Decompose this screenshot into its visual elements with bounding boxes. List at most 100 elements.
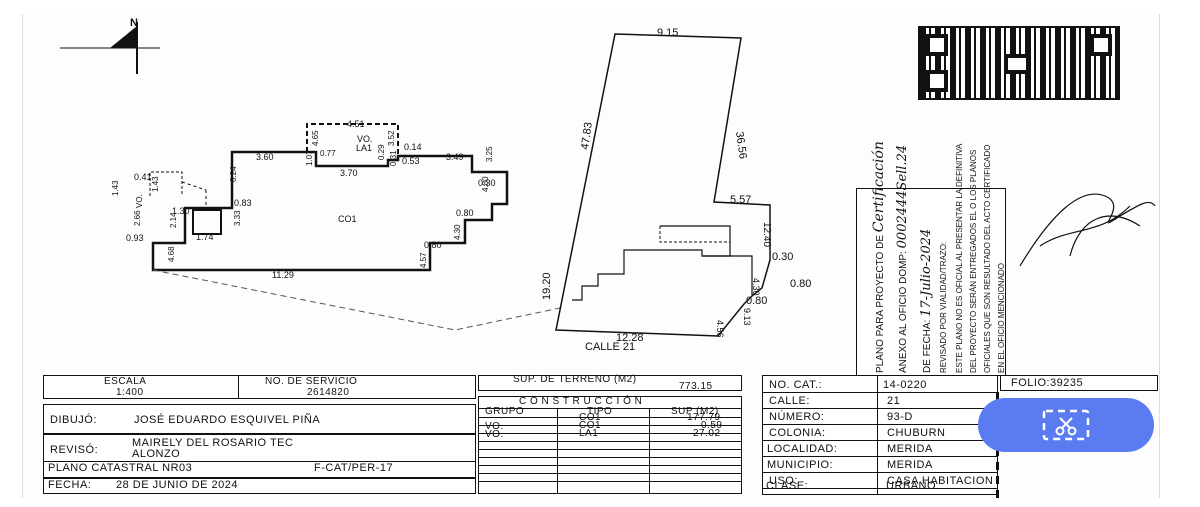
small-room-outline — [192, 209, 222, 235]
la1-label: LA1 — [356, 143, 372, 153]
dim-031: 0.31 — [389, 150, 398, 166]
stamp-line8: EN EL OFICIO MENCIONADO — [997, 263, 1006, 373]
uso-value: CASA HABITACION — [887, 475, 994, 487]
signature-scribble — [1019, 193, 1156, 267]
dim-468: 4.68 — [167, 246, 176, 262]
dim-325: 3.25 — [485, 146, 494, 162]
location-table: NO. CAT.: 14-0220 CALLE: 21 NÚMERO: 93-D… — [762, 375, 998, 495]
dim-lot-right-upper: 36.56 — [733, 131, 749, 160]
qr-code-icon — [918, 26, 1120, 100]
municipio-value: MERIDA — [887, 459, 933, 471]
dim-143b: 1.43 — [151, 176, 160, 192]
construction-table: C O N S T R U C C I Ó N GRUPO TIPO SUP (… — [478, 396, 742, 494]
dim-lot-left-low: 19.20 — [541, 272, 553, 300]
dibujo-value: JOSÉ EDUARDO ESQUIVEL PIÑA — [134, 414, 321, 426]
dim-457: 4.57 — [419, 252, 428, 268]
dim-077: 0.77 — [320, 149, 336, 158]
folio-box: FOLIO:39235 — [1000, 375, 1158, 391]
vo-small-outline — [149, 171, 183, 196]
dim-030: 0.30 — [478, 178, 496, 188]
dim-lot-left: 47.83 — [579, 121, 595, 150]
stamp-line2: ANEXO AL OFICIO DOMP: 0002444Sell.24 — [895, 144, 910, 373]
dim-130: 1.30 — [172, 206, 190, 216]
dim-lot-r3: 4.30 — [751, 278, 761, 296]
servicio-box: NO. DE SERVICIO 2614820 — [238, 375, 476, 399]
clase-value: URBANO — [886, 480, 937, 492]
table-row: 27.02 — [693, 428, 721, 439]
dim-352: 3.52 — [387, 130, 396, 146]
escala-label: ESCALA — [104, 376, 147, 387]
nocat-value: 14-0220 — [883, 379, 927, 391]
dim-lot-r5: 9.13 — [742, 308, 752, 326]
dim-014: 0.14 — [404, 142, 422, 152]
table-row: 177.79 — [687, 412, 721, 423]
dim-266: 2.66 — [133, 210, 142, 226]
vo-small-label: VO. — [135, 194, 144, 208]
dim-029: 0.29 — [377, 144, 386, 160]
dim-lot-right-mid: 12.40 — [761, 222, 772, 247]
table-row: 0.59 — [701, 420, 723, 431]
col-grupo: GRUPO — [485, 406, 525, 417]
dim-lot-r4: 0.80 — [746, 295, 767, 307]
dim-451: 4.51 — [347, 119, 365, 129]
colonia-label: COLONIA: — [769, 427, 826, 439]
dim-480: 4.80 — [481, 176, 490, 192]
fecha-label: FECHA: — [48, 479, 92, 491]
calle-label: CALLE: — [769, 395, 810, 407]
numero-value: 93-D — [887, 411, 913, 423]
building-co1-outline — [151, 150, 509, 272]
dim-214: 2.14 — [169, 212, 178, 228]
municipio-label: MUNICIPIO: — [767, 459, 834, 471]
table-row: LA1 — [579, 428, 599, 439]
dim-349: 3.49 — [446, 152, 464, 162]
dim-107: 1.07 — [305, 150, 314, 166]
dim-080b: 0.80 — [424, 240, 442, 250]
vo-label: VO. — [357, 134, 373, 144]
colonia-value: CHUBURN — [887, 427, 946, 439]
dim-624: 6.24 — [229, 166, 238, 182]
certification-stamp: PLANO PARA PROYECTO DE Certificación ANE… — [856, 141, 1006, 376]
terreno-label: SUP. DE TERRENO (M2) — [513, 374, 637, 385]
dim-lot-r2: 0.80 — [790, 278, 811, 290]
dim-lot-r6: 4.56 — [715, 320, 725, 338]
north-label: N — [130, 17, 138, 29]
dibujo-box: DIBUJÓ: JOSÉ EDUARDO ESQUIVEL PIÑA — [43, 404, 476, 434]
dim-lot-bottom: 12.28 — [616, 332, 644, 344]
dim-083: 0.83 — [234, 198, 252, 208]
dim-430: 4.30 — [453, 224, 462, 240]
dim-093: 0.93 — [126, 233, 144, 243]
construction-title: C O N S T R U C C I Ó N — [519, 396, 643, 407]
clase-label: CLASE: — [766, 480, 809, 492]
terreno-box: SUP. DE TERRENO (M2) 773.15 — [478, 374, 742, 392]
folio-label: FOLIO:39235 — [1011, 377, 1084, 389]
reviso-value2: ALONZO — [132, 448, 181, 460]
table-row: CO1 — [579, 412, 602, 423]
dim-053: 0.53 — [402, 156, 420, 166]
localidad-value: MERIDA — [887, 443, 933, 455]
stamp-line4: REVISADO POR VIALIDAD/TRAZO: — [939, 241, 948, 373]
dim-1129: 11.29 — [272, 270, 294, 280]
dim-360: 3.60 — [256, 152, 274, 162]
stamp-line5: ESTE PLANO NO ES OFICIAL AL PRESENTAR LA… — [955, 143, 964, 373]
plano-label: PLANO CATASTRAL NR03 — [48, 462, 193, 474]
dim-174: 1.74 — [196, 232, 214, 242]
servicio-label: NO. DE SERVICIO — [265, 376, 358, 387]
table-row: VO. — [485, 429, 504, 440]
reviso-value1: MAIRELY DEL ROSARIO TEC — [132, 437, 294, 449]
dim-080a: 0.80 — [456, 208, 474, 218]
reviso-label: REVISÓ: — [50, 444, 99, 456]
dim-lot-step: 5.57 — [730, 194, 751, 206]
dim-041: 0.41 — [134, 172, 152, 182]
co1-label: CO1 — [338, 214, 357, 224]
plano-box: PLANO CATASTRAL NR03 F-CAT/PER-17 — [43, 462, 476, 478]
north-arrow-icon — [60, 22, 160, 74]
dim-lot-top: 9.15 — [657, 27, 678, 39]
crop-button[interactable] — [978, 398, 1154, 452]
stamp-line7: OFICIALES QUE SON RESULTADO DEL ACTO CER… — [983, 144, 992, 374]
reviso-box: REVISÓ: MAIRELY DEL ROSARIO TEC ALONZO — [43, 434, 476, 462]
crop-scissors-icon — [1042, 409, 1090, 441]
lot-outline — [555, 33, 771, 337]
dim-465: 4.65 — [311, 130, 320, 146]
col-sup: SUP (M2) — [671, 406, 719, 417]
dim-lot-r1: 0.30 — [772, 251, 793, 263]
